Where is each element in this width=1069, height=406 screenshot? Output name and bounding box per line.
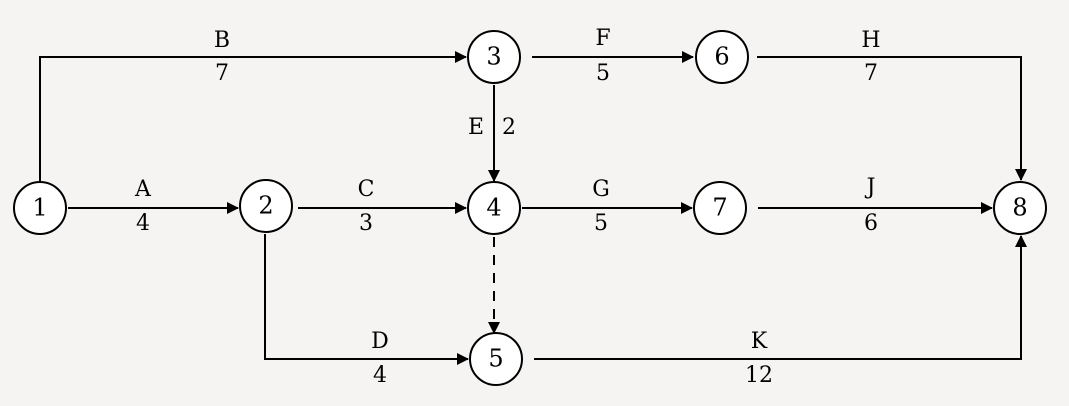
node-3: 3 <box>467 30 521 84</box>
activity-D-duration: 4 <box>373 363 387 388</box>
node-4: 4 <box>467 181 521 235</box>
activity-A-duration: 4 <box>136 211 150 236</box>
activity-J-name: J <box>865 175 876 200</box>
activity-D-name: D <box>371 329 389 354</box>
activity-K-name: K <box>751 329 768 354</box>
node-4-label: 4 <box>486 194 501 222</box>
edge-B <box>39 51 467 182</box>
activity-G-duration: 5 <box>594 211 608 236</box>
activity-F-duration: 5 <box>596 61 610 86</box>
activity-B-duration: 7 <box>215 61 229 86</box>
node-8-label: 8 <box>1012 194 1027 222</box>
activity-J-duration: 6 <box>864 211 878 236</box>
edge-D <box>264 234 469 365</box>
activity-H-duration: 7 <box>864 61 878 86</box>
node-5: 5 <box>469 332 523 386</box>
activity-A-name: A <box>134 177 152 202</box>
activity-E-duration: 2 <box>502 115 516 140</box>
node-2: 2 <box>239 179 293 233</box>
node-3-label: 3 <box>486 43 501 71</box>
activity-B-name: B <box>214 28 230 53</box>
activity-F-name: F <box>595 26 610 51</box>
activity-K-duration: 12 <box>745 363 773 388</box>
node-6: 6 <box>695 30 749 84</box>
edge-K <box>534 235 1027 360</box>
activity-E-name: E <box>468 115 484 140</box>
node-7: 7 <box>693 181 747 235</box>
node-5-label: 5 <box>488 345 503 373</box>
activity-C-duration: 3 <box>359 211 373 236</box>
node-7-label: 7 <box>712 194 727 222</box>
activity-C-name: C <box>358 177 375 202</box>
edge-H <box>757 56 1027 181</box>
node-8: 8 <box>993 181 1047 235</box>
node-2-label: 2 <box>258 192 273 220</box>
node-6-label: 6 <box>714 43 729 71</box>
node-1-label: 1 <box>32 194 47 222</box>
node-1: 1 <box>13 181 67 235</box>
activity-H-name: H <box>861 28 880 53</box>
activity-G-name: G <box>592 177 610 202</box>
